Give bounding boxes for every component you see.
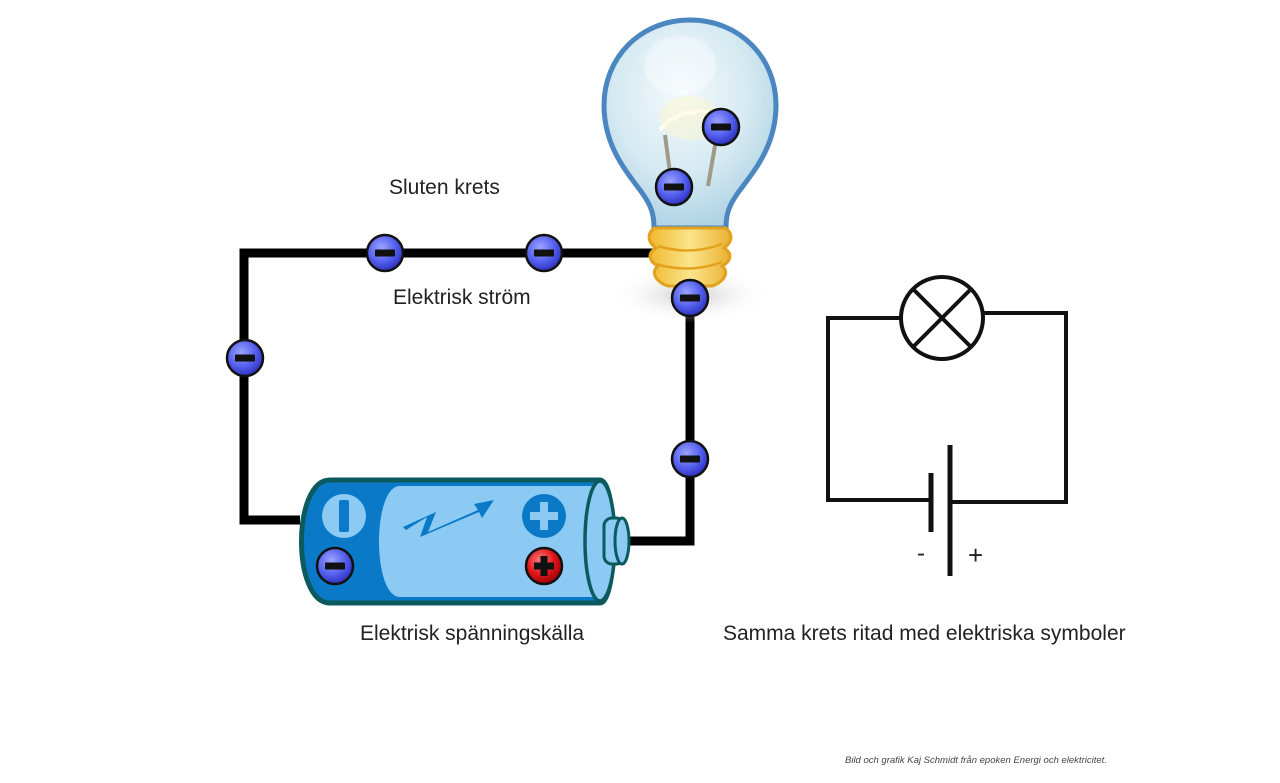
circuit-wire [239, 248, 695, 546]
lightning-arrow-icon [403, 500, 494, 537]
schematic-plus-sign: + [968, 540, 984, 570]
electron-icon [654, 167, 694, 207]
lamp-symbol [899, 275, 985, 361]
schematic-wire-right [950, 311, 1068, 504]
image-credit: Bild och grafik Kaj Schmidt från epoken … [845, 755, 1107, 766]
battery-plus-symbol [522, 494, 566, 538]
schematic-minus-sign: - [917, 540, 925, 567]
electron-icon [315, 546, 355, 586]
electron-icon [225, 338, 265, 378]
electron-icon [365, 233, 405, 273]
positive-charge-icon [524, 546, 564, 586]
battery-minus-symbol [322, 494, 366, 538]
schematic-wire-left [826, 316, 930, 502]
battery-icon [299, 477, 631, 606]
circuit-schematic [826, 275, 1068, 576]
electron-icon [670, 278, 710, 318]
voltage-source-label: Elektrisk spänningskälla [360, 622, 585, 645]
closed-circuit-label: Sluten krets [389, 176, 500, 199]
electron-icon [701, 107, 741, 147]
light-bulb-icon [601, 17, 779, 288]
battery-symbol [928, 445, 953, 576]
current-label: Elektrisk ström [393, 286, 531, 309]
electron-icon [524, 233, 564, 273]
electron-icon [670, 439, 710, 479]
schematic-caption: Samma krets ritad med elektriska symbole… [723, 622, 1126, 645]
